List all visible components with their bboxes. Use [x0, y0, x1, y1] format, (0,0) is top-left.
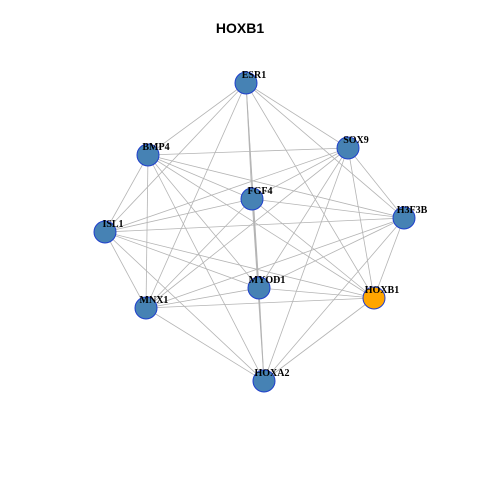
edge-sox9-fgf4 — [251, 147, 349, 200]
edge-bmp4-isl1 — [104, 154, 149, 233]
node-circle-myod1 — [247, 276, 271, 300]
edge-hoxb1-mnx1 — [145, 297, 375, 309]
node-label-sox9: SOX9 — [343, 135, 369, 146]
edge-sox9-mnx1 — [145, 147, 349, 309]
node-label-h3f3b: H3F3B — [397, 205, 428, 216]
edge-bmp4-fgf4 — [147, 154, 253, 200]
node-label-hoxb1: HOXB1 — [365, 285, 399, 296]
edge-hoxb1-hoxa2 — [263, 297, 375, 382]
edge-fgf4-hoxb1 — [251, 198, 375, 299]
node-mnx1: MNX1 — [134, 295, 169, 320]
node-circle-esr1 — [234, 71, 258, 95]
edge-isl1-mnx1 — [104, 231, 147, 309]
edge-myod1-mnx1 — [145, 287, 260, 309]
edge-sox9-bmp4 — [147, 147, 349, 156]
node-h3f3b: H3F3B — [392, 205, 428, 230]
edge-h3f3b-myod1 — [258, 217, 405, 289]
figure-title: HOXB1 — [215, 20, 265, 36]
node-circle-hoxb1 — [362, 286, 386, 310]
edge-sox9-myod1 — [258, 147, 349, 289]
edge-myod1-hoxa2 — [258, 287, 265, 382]
edge-fgf4-isl1 — [104, 198, 253, 233]
node-label-fgf4: FGF4 — [248, 186, 273, 197]
node-circle-hoxa2 — [252, 369, 276, 393]
edge-isl1-hoxb1 — [104, 231, 375, 299]
edge-sox9-h3f3b — [347, 147, 405, 219]
node-fgf4: FGF4 — [240, 186, 273, 211]
node-circle-h3f3b — [392, 206, 416, 230]
node-hoxa2: HOXA2 — [252, 368, 290, 393]
edge-sox9-hoxa2 — [263, 147, 349, 382]
edge-myod1-hoxb1 — [258, 287, 375, 299]
node-label-isl1: ISL1 — [102, 219, 123, 230]
node-label-esr1: ESR1 — [242, 70, 266, 81]
edge-isl1-myod1 — [104, 231, 260, 289]
node-circle-sox9 — [336, 136, 360, 160]
node-myod1: MYOD1 — [247, 275, 286, 300]
edge-bmp4-h3f3b — [147, 154, 405, 219]
edge-bmp4-mnx1 — [145, 154, 149, 309]
edge-esr1-isl1 — [104, 82, 247, 233]
edge-bmp4-hoxb1 — [147, 154, 375, 299]
edge-h3f3b-hoxb1 — [373, 217, 405, 299]
node-label-bmp4: BMP4 — [142, 142, 169, 153]
node-isl1: ISL1 — [93, 219, 124, 244]
edge-fgf4-mnx1 — [145, 198, 253, 309]
node-circle-isl1 — [93, 220, 117, 244]
node-hoxb1: HOXB1 — [362, 285, 399, 310]
node-circle-mnx1 — [134, 296, 158, 320]
edge-bmp4-myod1 — [147, 154, 260, 289]
edge-sox9-isl1 — [104, 147, 349, 233]
node-esr1: ESR1 — [234, 70, 266, 95]
node-label-mnx1: MNX1 — [140, 295, 169, 306]
edge-esr1-hoxb1 — [245, 82, 375, 299]
edge-fgf4-h3f3b — [251, 198, 405, 219]
edge-esr1-mnx1 — [145, 82, 247, 309]
node-label-hoxa2: HOXA2 — [255, 368, 290, 379]
node-bmp4: BMP4 — [136, 142, 170, 167]
edge-esr1-sox9 — [245, 82, 349, 149]
edge-esr1-bmp4 — [147, 82, 247, 156]
node-sox9: SOX9 — [336, 135, 369, 160]
edge-esr1-h3f3b — [245, 82, 405, 219]
node-label-myod1: MYOD1 — [249, 275, 286, 286]
edge-h3f3b-mnx1 — [145, 217, 405, 309]
node-circle-bmp4 — [136, 143, 160, 167]
edge-sox9-hoxb1 — [347, 147, 375, 299]
edges-layer — [104, 82, 405, 382]
edge-mnx1-hoxa2 — [145, 307, 265, 382]
node-circle-fgf4 — [240, 187, 264, 211]
edge-bmp4-hoxa2 — [147, 154, 265, 382]
edge-h3f3b-isl1 — [104, 217, 405, 233]
